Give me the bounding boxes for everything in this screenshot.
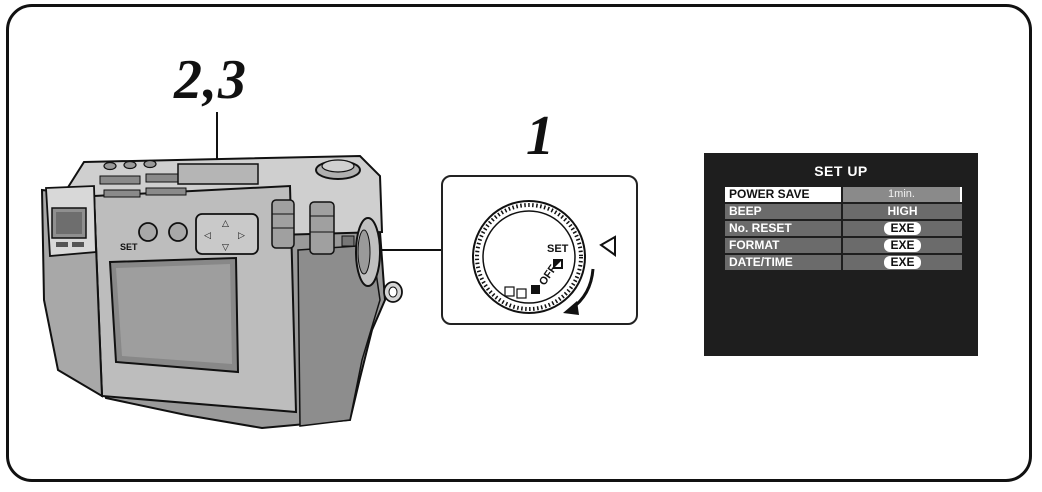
menu-row-value: EXE — [843, 255, 962, 270]
diagram-frame — [6, 4, 1032, 482]
menu-row-format[interactable]: FORMAT EXE — [725, 238, 962, 253]
exe-badge: EXE — [884, 239, 921, 252]
dial-set-label: SET — [547, 243, 569, 255]
svg-text:△: △ — [222, 219, 229, 229]
menu-row-power-save[interactable]: POWER SAVE 1min. — [725, 187, 962, 202]
menu-row-date-time[interactable]: DATE/TIME EXE — [725, 255, 962, 270]
mode-dial-icon — [472, 200, 586, 314]
pointer-triangle-icon — [599, 235, 616, 257]
svg-text:SET: SET — [120, 242, 138, 252]
camera-icon: SET △ ▽ ◁ ▷ — [40, 154, 403, 430]
menu-row-value: EXE — [843, 238, 962, 253]
exe-badge: EXE — [884, 256, 921, 269]
mode-dial-closeup: SET OFF — [441, 175, 638, 325]
menu-row-label: BEEP — [725, 204, 841, 219]
menu-row-label: DATE/TIME — [725, 255, 841, 270]
lcd-setup-menu: SET UP POWER SAVE 1min. BEEP HIGH No. RE… — [704, 153, 978, 356]
menu-row-label: POWER SAVE — [725, 187, 841, 202]
exe-badge: EXE — [884, 222, 921, 235]
menu-row-no-reset[interactable]: No. RESET EXE — [725, 221, 962, 236]
menu-row-value: EXE — [843, 221, 962, 236]
menu-row-label: FORMAT — [725, 238, 841, 253]
step-number-2-3: 2,3 — [174, 49, 247, 111]
menu-row-value: HIGH — [843, 204, 962, 219]
svg-text:▽: ▽ — [222, 243, 229, 253]
svg-text:▷: ▷ — [238, 231, 245, 241]
rotation-arrow-icon — [563, 268, 595, 315]
menu-title: SET UP — [814, 163, 868, 179]
menu-row-value: 1min. — [843, 187, 962, 202]
svg-text:◁: ◁ — [204, 231, 211, 241]
step-number-1: 1 — [526, 105, 554, 167]
menu-row-beep[interactable]: BEEP HIGH — [725, 204, 962, 219]
menu-row-label: No. RESET — [725, 221, 841, 236]
